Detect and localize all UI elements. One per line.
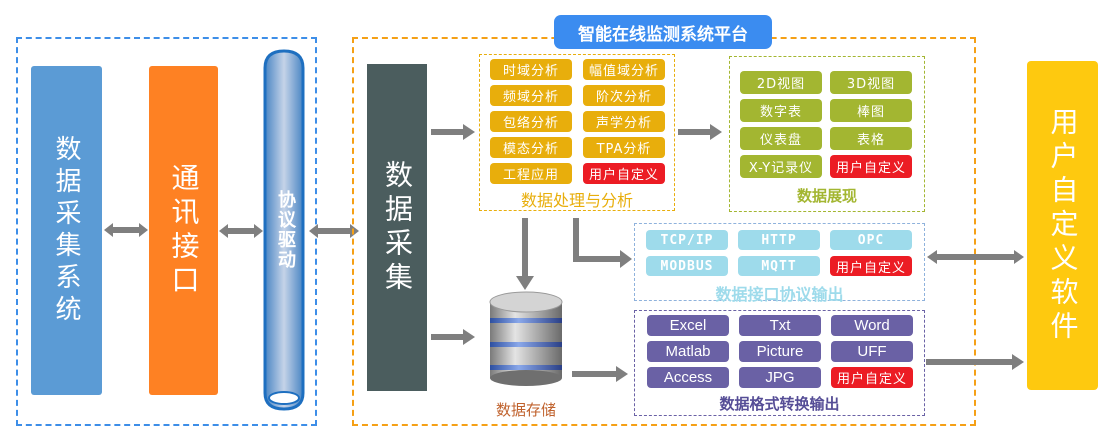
display-chip: X-Y记录仪 [740,155,822,178]
format-chip: Excel [647,315,729,336]
format-group-frame [634,310,925,416]
arrow-down-icon [516,218,534,290]
processing-chip: 幅值域分析 [583,59,665,80]
processing-chip: TPA分析 [583,137,665,158]
arrow-right-icon [572,366,628,382]
format-chip: Txt [739,315,821,336]
platform-title-badge: 智能在线监测系统平台 [554,15,772,49]
processing-chip: 用户自定义 [583,163,665,184]
protocol-driver-label-wrap: 协议驱动 [262,170,308,290]
platform-title: 智能在线监测系统平台 [578,24,748,45]
format-chip: Word [831,315,913,336]
processing-caption: 数据处理与分析 [520,191,633,210]
display-chip: 2D视图 [740,71,822,94]
arrow-right-icon [678,124,722,140]
protocol-chip: TCP/IP [646,230,728,250]
acquisition-system-box: 数据采集系统 [31,66,102,395]
format-chip: UFF [831,341,913,362]
protocol-chip: MQTT [738,256,820,276]
display-chip: 数字表 [740,99,822,122]
double-arrow-icon [104,223,148,237]
protocol-chip: 用户自定义 [830,256,912,276]
double-arrow-icon [309,224,359,238]
processing-chip: 声学分析 [583,111,665,132]
storage-caption: 数据存储 [495,401,556,419]
format-chip: Picture [739,341,821,362]
protocol-chip: MODBUS [646,256,728,276]
protocol-chip: HTTP [738,230,820,250]
display-chip: 棒图 [830,99,912,122]
format-caption: 数据格式转换输出 [719,395,840,413]
display-caption: 数据展现 [796,187,857,205]
display-group-frame [729,56,925,212]
display-chip: 3D视图 [830,71,912,94]
processing-chip: 工程应用 [490,163,572,184]
arrow-right-icon [926,354,1024,370]
double-arrow-icon [927,250,1024,264]
format-chip: JPG [739,367,821,388]
processing-chip: 包络分析 [490,111,572,132]
format-chip: 用户自定义 [831,367,913,388]
processing-chip: 模态分析 [490,137,572,158]
data-collection-box: 数据采集 [367,64,427,391]
user-software-box: 用户自定义软件 [1027,61,1098,390]
acquisition-system-label: 数据采集系统 [51,134,81,327]
display-chip: 用户自定义 [830,155,912,178]
double-arrow-icon [219,224,263,238]
comm-interface-box: 通讯接口 [149,66,218,395]
processing-chip: 时域分析 [490,59,572,80]
arrow-elbow-icon [573,218,632,268]
user-software-label: 用户自定义软件 [1046,106,1080,345]
processing-chip: 阶次分析 [583,85,665,106]
processing-chip: 频域分析 [490,85,572,106]
comm-interface-label: 通讯接口 [167,162,201,299]
format-chip: Matlab [647,341,729,362]
arrow-right-icon [431,329,475,345]
protocol-group-frame [634,223,925,301]
arrow-right-icon [431,124,475,140]
format-chip: Access [647,367,729,388]
processing-group-frame [479,54,675,211]
protocol-driver-label: 协议驱动 [275,190,296,270]
protocol-caption: 数据接口协议输出 [715,285,844,304]
protocol-chip: OPC [830,230,912,250]
display-chip: 表格 [830,127,912,150]
protocol-driver-pipe-icon [263,49,305,411]
display-chip: 仪表盘 [740,127,822,150]
data-collection-label: 数据采集 [381,159,414,296]
database-icon [489,291,563,386]
